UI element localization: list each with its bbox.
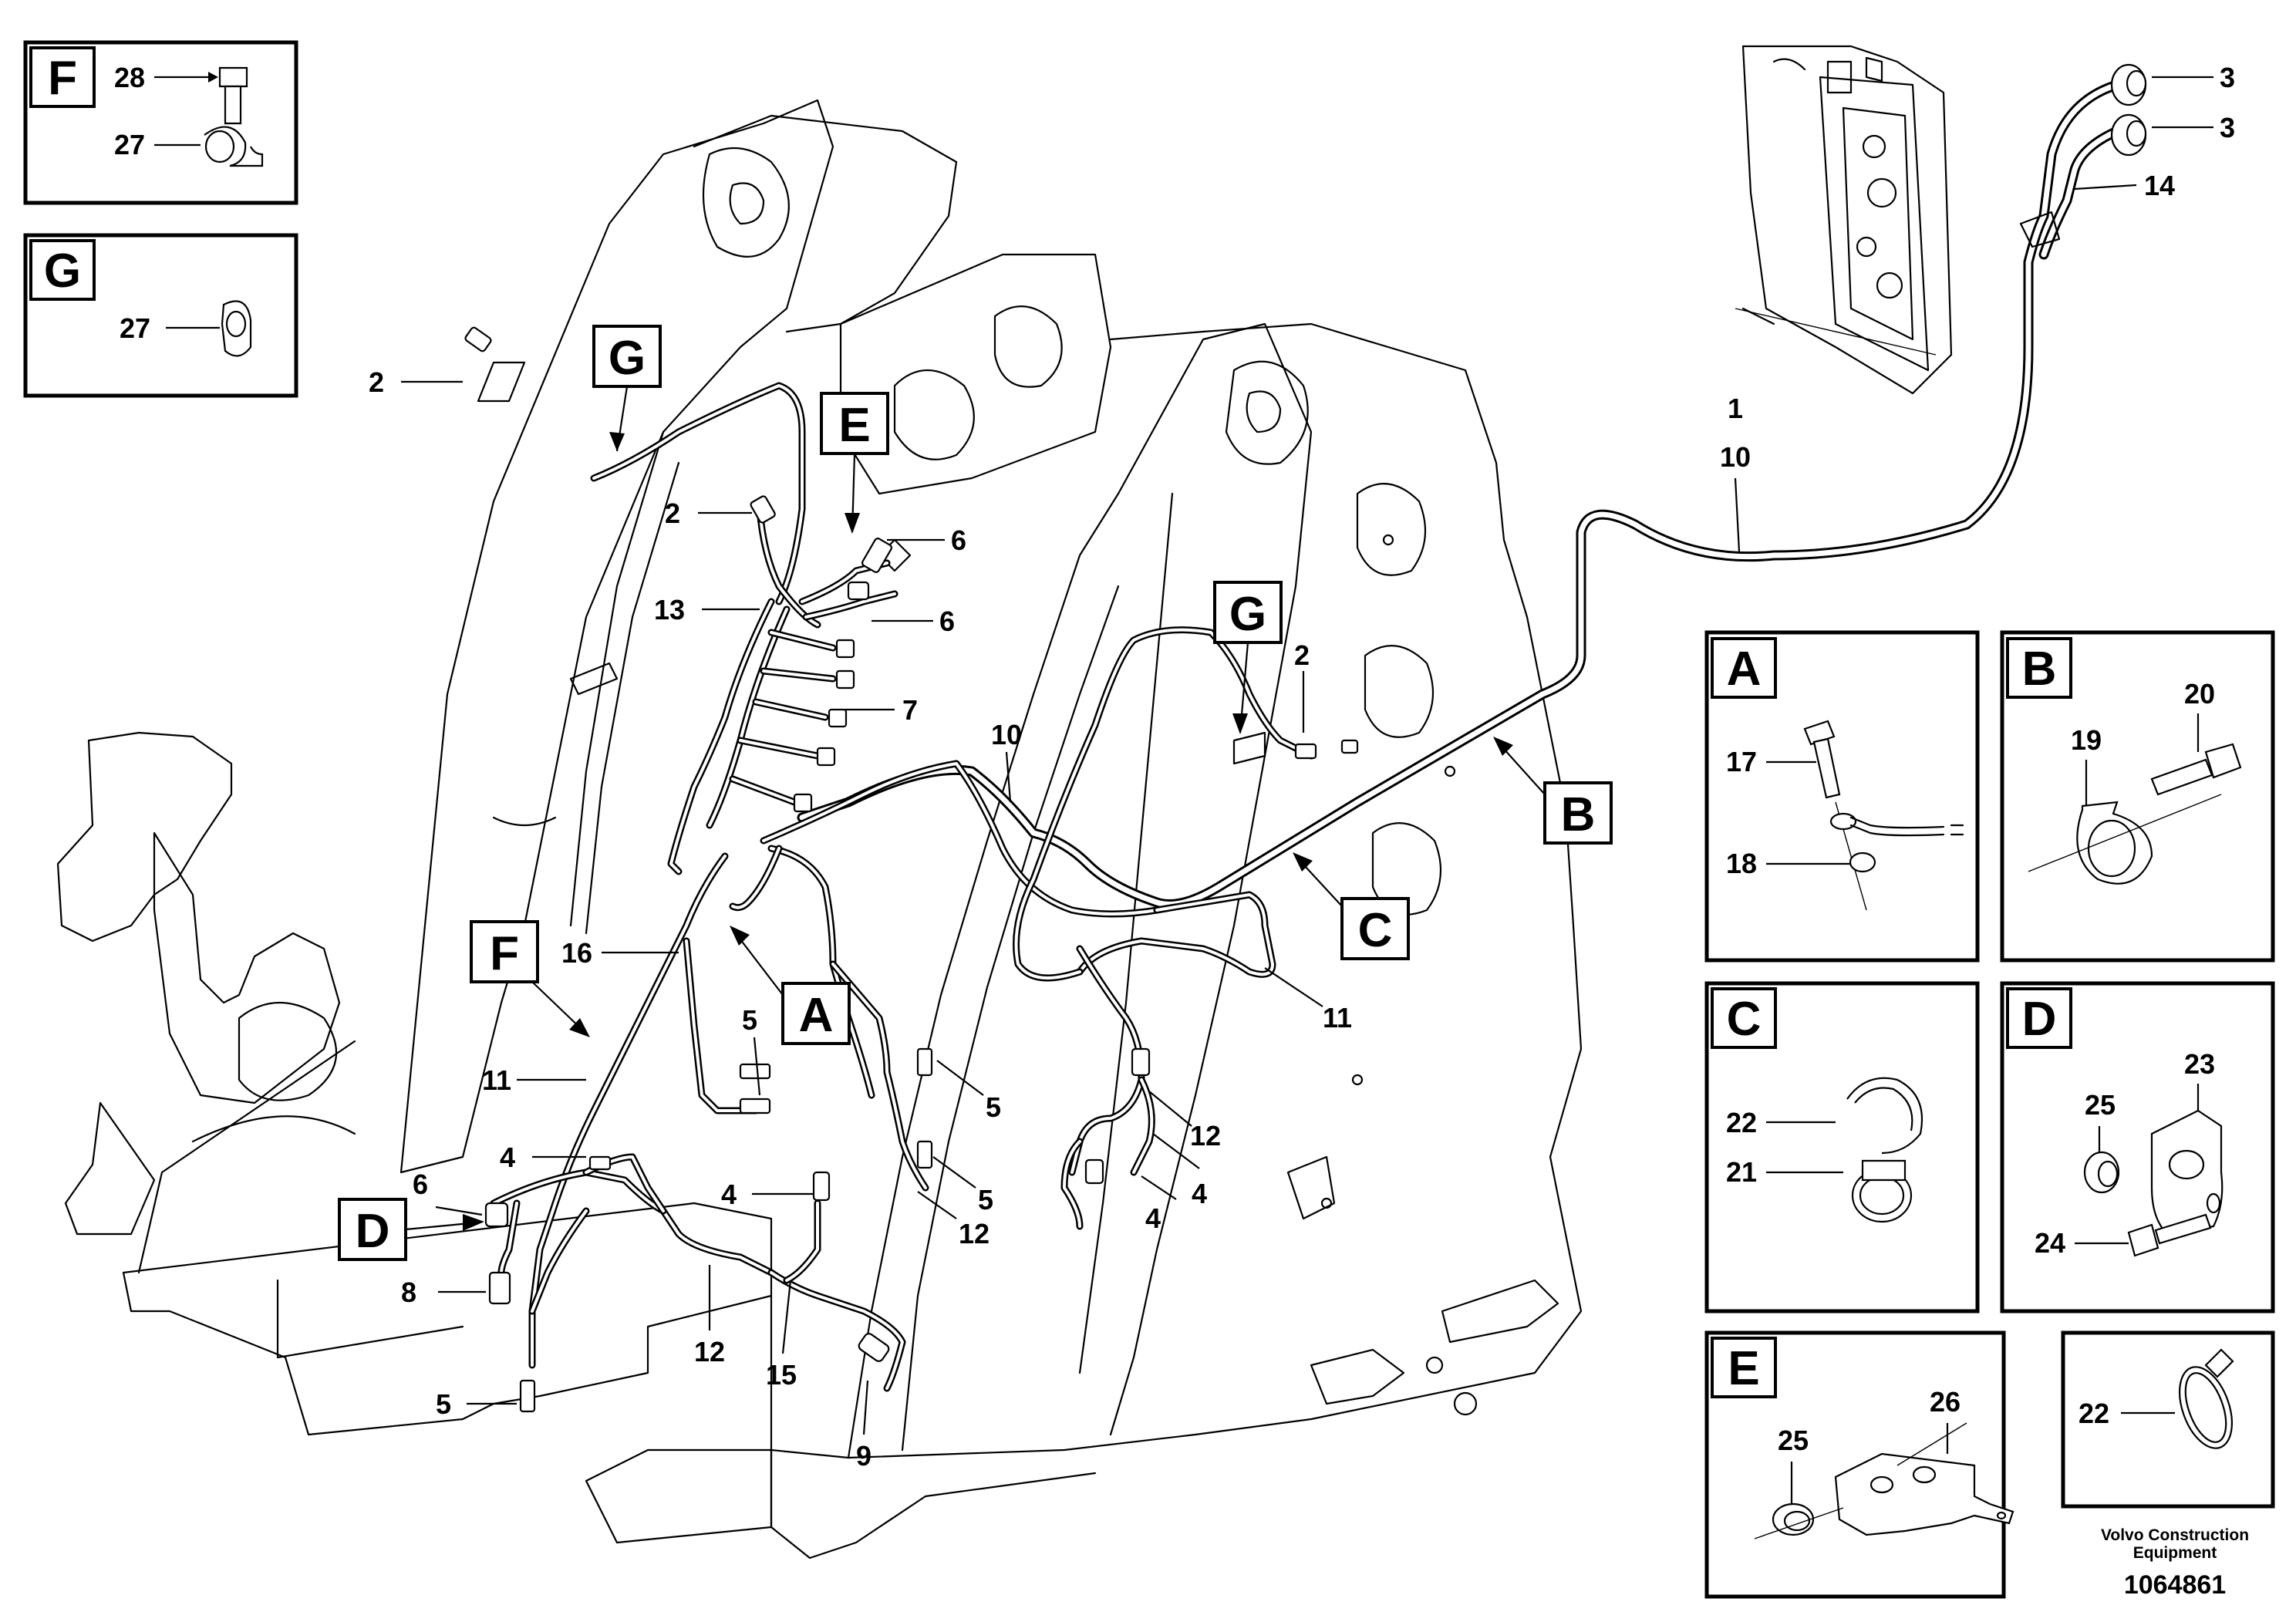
svg-text:28: 28 (114, 62, 145, 93)
view-tag-g-left: G (592, 325, 662, 452)
callout-11: 11 (482, 1064, 511, 1096)
wiring-harness (490, 382, 1315, 1392)
callout-12: 12 (959, 1218, 990, 1249)
detail-panel-tie-strap: 22 (2061, 1330, 2275, 1509)
view-tag-c: C (1293, 852, 1410, 960)
svg-text:E: E (1728, 1342, 1759, 1395)
document-number: 1064861 (2124, 1570, 2226, 1600)
callout-4: 4 (1145, 1202, 1161, 1234)
detail-panel-a: A 17 18 (1704, 630, 1980, 963)
callout-5: 5 (436, 1388, 451, 1420)
svg-text:25: 25 (2085, 1089, 2116, 1121)
svg-text:19: 19 (2071, 724, 2102, 756)
callout-5: 5 (742, 1004, 757, 1036)
svg-text:25: 25 (1778, 1425, 1809, 1456)
detail-panel-c: C 22 21 (1704, 981, 1980, 1313)
svg-text:D: D (2022, 993, 2057, 1046)
callout-3: 3 (2220, 62, 2235, 93)
callout-3: 3 (2220, 112, 2235, 143)
svg-text:C: C (1727, 993, 1762, 1046)
svg-text:22: 22 (1726, 1107, 1757, 1138)
svg-text:B: B (2022, 642, 2057, 696)
svg-text:G: G (44, 244, 81, 298)
footer: Volvo Construction Equipment 1064861 (2101, 1526, 2249, 1600)
svg-text:24: 24 (2035, 1227, 2065, 1259)
view-tag-e: E (820, 392, 889, 534)
callout-15: 15 (766, 1359, 797, 1391)
view-tag-a: A (730, 926, 851, 1045)
svg-text:26: 26 (1930, 1386, 1961, 1418)
callout-11: 11 (1323, 1002, 1352, 1034)
callout-8: 8 (401, 1276, 416, 1308)
detail-panel-f: F 28 27 (23, 40, 298, 205)
callout-13: 13 (654, 594, 685, 626)
svg-text:20: 20 (2184, 678, 2215, 710)
svg-text:G: G (1229, 588, 1266, 641)
callout-2: 2 (1294, 639, 1310, 671)
view-tag-g-right: G (1213, 581, 1283, 734)
detail-panel-e: E 26 25 (1704, 1330, 2014, 1599)
svg-text:F: F (48, 52, 77, 105)
callout-12: 12 (1190, 1120, 1221, 1152)
callout-12: 12 (694, 1336, 725, 1367)
view-tag-d: D (338, 1198, 484, 1261)
svg-text:23: 23 (2184, 1048, 2215, 1080)
detail-panel-b: B 19 20 (2000, 630, 2275, 963)
cab-section (1735, 45, 1953, 395)
callout-4: 4 (500, 1141, 515, 1173)
callout-4: 4 (721, 1179, 737, 1210)
svg-text:22: 22 (2079, 1398, 2109, 1429)
view-tag-f: F (470, 920, 590, 1037)
svg-text:G: G (609, 332, 646, 385)
callout-6: 6 (413, 1168, 428, 1200)
company-name: Volvo Construction (2101, 1526, 2249, 1544)
callout-9: 9 (856, 1440, 872, 1472)
callout-6: 6 (951, 524, 966, 556)
view-tag-b: B (1493, 737, 1613, 845)
frame-outline (56, 99, 1583, 1560)
callout-6: 6 (939, 605, 955, 637)
svg-text:17: 17 (1726, 746, 1757, 777)
callout-5: 5 (978, 1184, 993, 1216)
svg-text:A: A (1727, 642, 1762, 696)
view-tags: G E G F A D (338, 325, 1613, 1261)
callout-10: 10 (1720, 441, 1751, 473)
svg-text:B: B (1561, 788, 1596, 841)
callout-2: 2 (665, 497, 680, 529)
callout-2: 2 (369, 366, 384, 398)
connectors (464, 326, 1359, 1413)
svg-text:27: 27 (120, 312, 150, 344)
detail-panel-d: D 25 23 24 (2000, 981, 2275, 1313)
callout-4: 4 (1192, 1178, 1207, 1209)
callout-16: 16 (561, 937, 592, 969)
callout-1: 1 (1728, 393, 1743, 424)
detail-panel-g: G 27 (23, 233, 298, 398)
callouts: 2 2 2 13 6 6 7 10 16 11 11 5 5 (369, 62, 2235, 1472)
svg-text:27: 27 (114, 129, 145, 160)
svg-text:F: F (490, 927, 519, 980)
svg-text:C: C (1358, 904, 1393, 957)
callout-14: 14 (2144, 170, 2175, 201)
svg-text:E: E (838, 399, 870, 452)
svg-text:D: D (356, 1205, 390, 1258)
hydraulic-hoses (797, 63, 2147, 909)
company-name-2: Equipment (2133, 1544, 2217, 1562)
svg-text:A: A (799, 989, 834, 1042)
callout-10: 10 (991, 719, 1022, 750)
callout-7: 7 (902, 694, 918, 726)
svg-text:18: 18 (1726, 848, 1757, 879)
svg-text:21: 21 (1726, 1156, 1757, 1188)
callout-5: 5 (986, 1091, 1001, 1123)
